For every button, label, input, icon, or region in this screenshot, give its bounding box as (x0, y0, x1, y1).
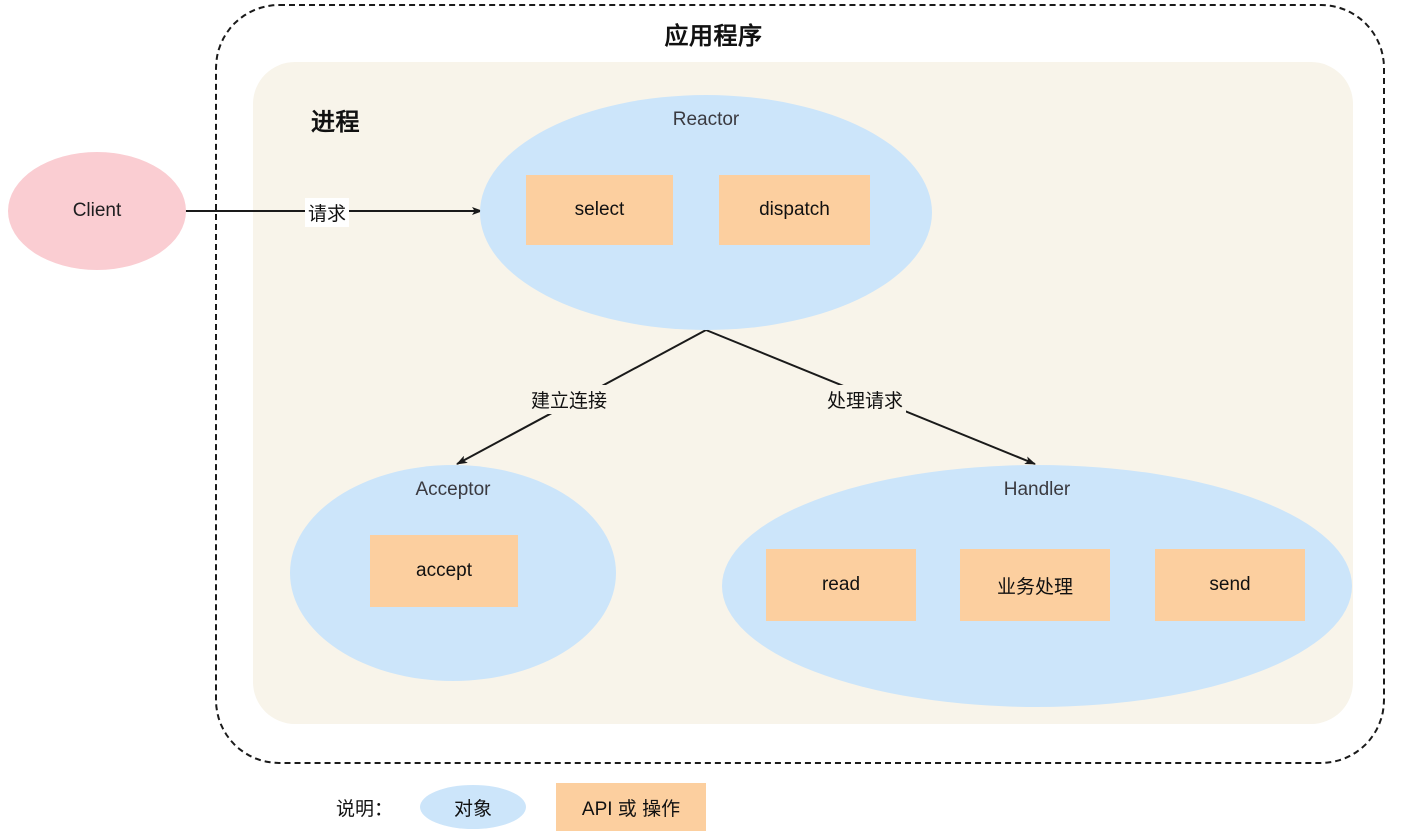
edge-label-request: 请求 (305, 198, 350, 227)
operation-select[interactable]: select (526, 175, 673, 245)
operation-read[interactable]: read (766, 549, 916, 621)
edge-label-handle-request: 处理请求 (824, 385, 907, 414)
node-handler-label: Handler (1003, 479, 1071, 500)
operation-send[interactable]: send (1155, 549, 1305, 621)
edge-label-establish-connection: 建立连接 (528, 385, 611, 414)
legend-swatch-api-operation: API 或 操作 (556, 783, 706, 831)
node-acceptor-label: Acceptor (415, 479, 491, 500)
application-boundary (215, 4, 1385, 764)
legend-title: 说明： (336, 799, 394, 820)
operation-accept[interactable]: accept (370, 535, 518, 607)
operation-business-processing[interactable]: 业务处理 (960, 549, 1110, 621)
application-title: 应用程序 (664, 23, 763, 50)
operation-dispatch[interactable]: dispatch (719, 175, 870, 245)
process-title: 进程 (311, 109, 360, 136)
node-reactor-label: Reactor (672, 109, 740, 130)
legend-swatch-object: 对象 (420, 785, 526, 829)
node-client[interactable]: Client (8, 152, 186, 270)
node-client-label: Client (72, 200, 122, 221)
